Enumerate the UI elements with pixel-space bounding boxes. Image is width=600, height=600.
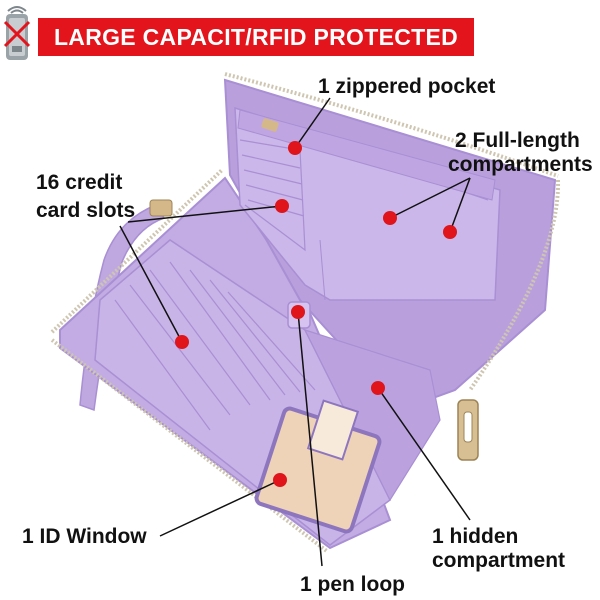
- label-id-window: 1 ID Window: [22, 525, 147, 548]
- label-credit-line1: 16 credit: [36, 171, 123, 194]
- label-zippered-pocket: 1 zippered pocket: [318, 75, 496, 98]
- outer-zipper: [50, 168, 224, 334]
- rfid-card-icon: [3, 6, 31, 60]
- label-pen-loop: 1 pen loop: [300, 573, 405, 596]
- label-credit-line2: card slots: [36, 199, 136, 222]
- callout-markers: [175, 141, 457, 487]
- full-length-compartments: [234, 106, 501, 301]
- label-full-length-line2: compartments: [448, 153, 593, 176]
- label-hidden-line1: 1 hidden: [432, 525, 519, 548]
- zippered-pocket: [237, 109, 496, 201]
- banner-title: LARGE CAPACIT/RFID PROTECTED: [38, 18, 474, 56]
- strap-clasp: [149, 199, 173, 217]
- label-full-length-line1: 2 Full-length: [455, 129, 580, 152]
- label-hidden-line2: compartment: [432, 549, 566, 572]
